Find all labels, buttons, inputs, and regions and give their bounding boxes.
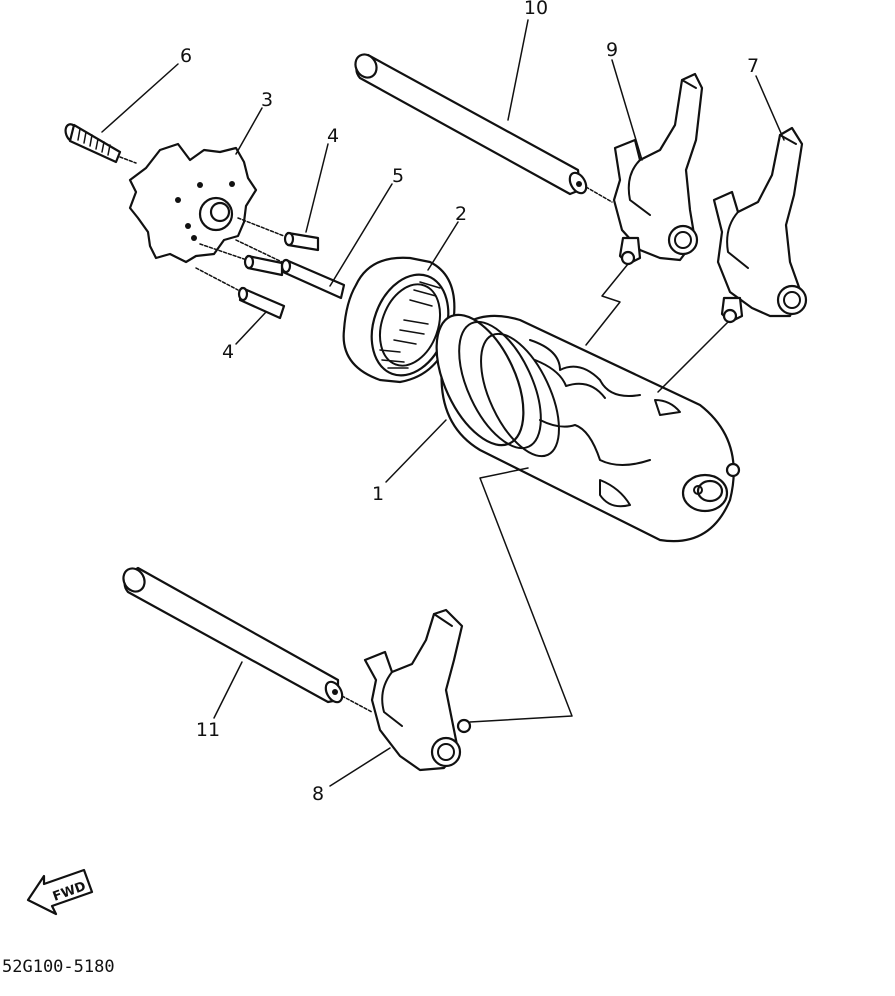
callout-9: 9 xyxy=(606,39,618,61)
leader-lines xyxy=(101,19,785,787)
callout-5: 5 xyxy=(392,165,404,187)
callout-3: 3 xyxy=(261,89,273,111)
callout-2: 2 xyxy=(455,203,467,225)
part-10-guide-bar-upper xyxy=(354,53,613,203)
callout-4-upper: 4 xyxy=(327,125,339,147)
part-11-guide-bar-lower xyxy=(122,566,373,713)
callout-8: 8 xyxy=(312,783,324,805)
part-8-shift-fork xyxy=(363,608,472,772)
part-4-pin-upper xyxy=(237,217,320,252)
callout-4-lower: 4 xyxy=(222,341,234,363)
callout-1: 1 xyxy=(372,483,384,505)
part-7-shift-fork xyxy=(712,126,808,324)
part-6-screw xyxy=(64,123,137,164)
part-4-pin-middle xyxy=(199,243,284,277)
part-1-shift-cam xyxy=(435,313,741,543)
part-5-long-pin xyxy=(235,239,346,300)
part-2-bearing xyxy=(342,256,456,384)
part-3-segment xyxy=(128,142,258,264)
diagram-code: 52G100-5180 xyxy=(2,957,115,977)
part-9-shift-fork xyxy=(612,72,704,266)
callout-6: 6 xyxy=(180,45,192,67)
engagement-lines xyxy=(469,263,729,723)
callout-7: 7 xyxy=(747,55,759,77)
callout-10: 10 xyxy=(524,0,548,19)
part-4-pin-lower xyxy=(195,267,286,320)
fwd-arrow-icon: FWD xyxy=(26,868,94,916)
callout-11: 11 xyxy=(196,719,220,741)
